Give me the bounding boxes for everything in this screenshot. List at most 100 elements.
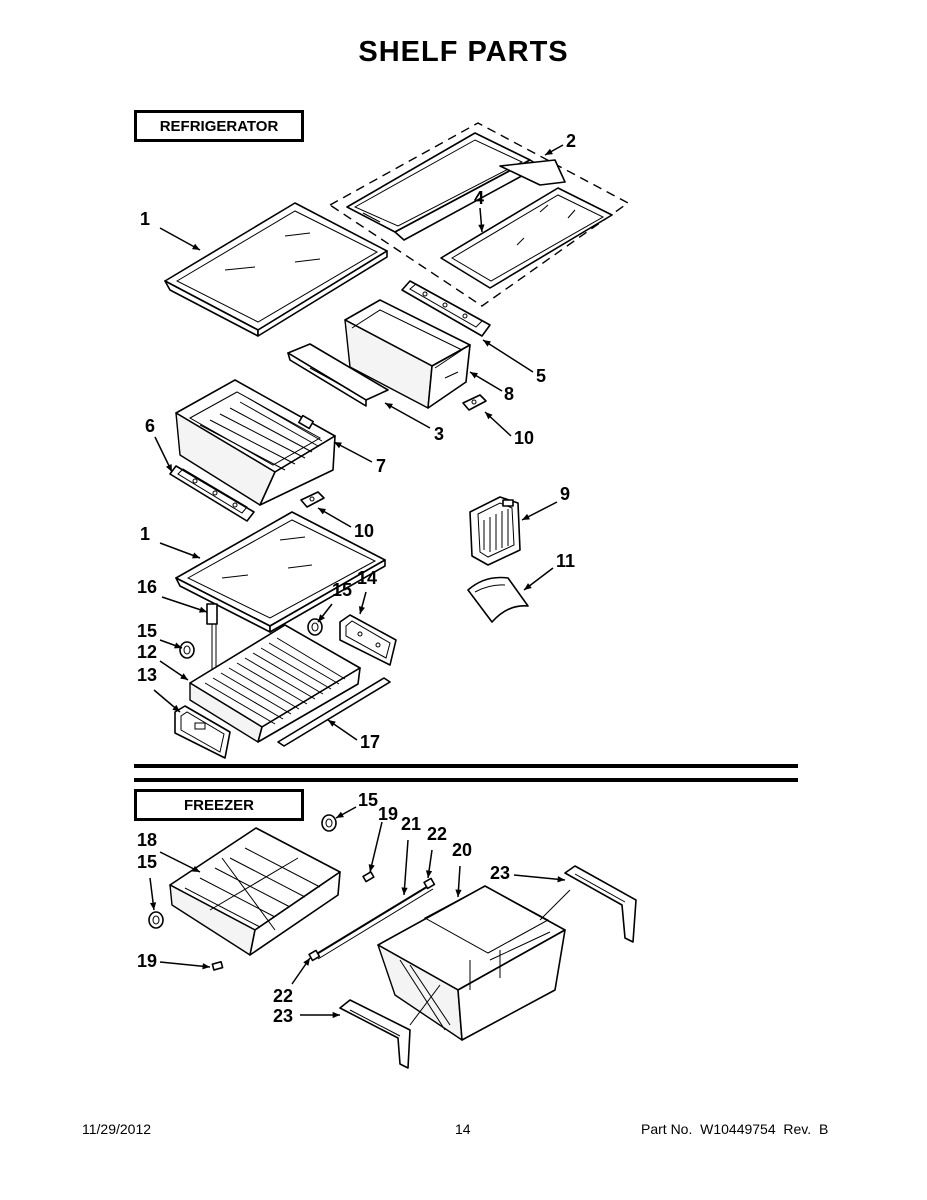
- callout-arrowhead-r7: [334, 442, 342, 449]
- callout-number-f19b: 19: [137, 951, 157, 971]
- refrigerator-section-label: REFRIGERATOR: [134, 110, 304, 142]
- callout-arrowhead-r8: [470, 372, 478, 379]
- part-12-pantry-drawer: [189, 624, 361, 743]
- part-10-slide-clip-upper: [462, 394, 487, 411]
- callout-arrowhead-f23b: [332, 1011, 340, 1019]
- part-17-trim-strip: [277, 677, 391, 747]
- part-22-rod-cap-upper: [423, 877, 436, 890]
- callout-number-f15a: 15: [358, 790, 378, 810]
- callout-number-r13: 13: [137, 665, 157, 685]
- callout-arrowhead-r1a: [192, 243, 200, 250]
- part-19-pin-upper: [362, 871, 375, 883]
- callout-arrowhead-r10b: [318, 508, 326, 515]
- callout-arrowhead-r3: [385, 403, 393, 410]
- callout-leader-f18: [159, 851, 201, 873]
- part-10-slide-clip-lower: [300, 491, 325, 508]
- callout-number-r17: 17: [360, 732, 380, 752]
- callout-number-r4: 4: [474, 188, 484, 208]
- callout-arrowhead-f18: [192, 865, 200, 872]
- part-1-glass-shelf-upper: [164, 202, 388, 337]
- callout-leader-f19b: [159, 961, 211, 968]
- callout-number-r5: 5: [536, 366, 546, 386]
- callout-arrowhead-f15b: [149, 902, 157, 910]
- callout-leader-r16: [161, 596, 208, 613]
- callout-arrowhead-r15b: [174, 642, 182, 649]
- callout-leader-r5: [482, 339, 534, 373]
- callout-leader-f21: [403, 839, 409, 896]
- callout-arrowhead-r10a: [485, 412, 493, 420]
- callout-arrowhead-r11: [524, 583, 532, 590]
- callout-arrowhead-r15a: [318, 614, 325, 622]
- callout-arrowhead-r4: [478, 224, 485, 232]
- callout-number-f18: 18: [137, 830, 157, 850]
- callout-number-r10a: 10: [514, 428, 534, 448]
- part-15-freezer-wheel-upper: [321, 814, 337, 832]
- section-divider-top: [134, 764, 798, 768]
- callout-arrowhead-f19a: [368, 864, 375, 872]
- part-13-drawer-end-cap: [174, 705, 231, 759]
- callout-number-f20: 20: [452, 840, 472, 860]
- callout-arrowhead-r1b: [192, 552, 200, 559]
- part-5-crisper-rail: [401, 280, 491, 337]
- callout-arrowhead-r9: [522, 513, 530, 520]
- callout-number-r9: 9: [560, 484, 570, 504]
- callout-number-f22b: 22: [273, 986, 293, 1006]
- callout-number-r15a: 15: [332, 580, 352, 600]
- callout-arrowhead-f15a: [336, 811, 344, 818]
- part-6-drawer-rail: [169, 465, 255, 522]
- callout-number-r14: 14: [357, 568, 377, 588]
- part-9-humidity-control: [469, 496, 521, 566]
- freezer-section-label: FREEZER: [134, 789, 304, 821]
- callout-arrowhead-r14: [358, 606, 365, 614]
- page-title: SHELF PARTS: [358, 36, 569, 68]
- footer-page-number: 14: [455, 1121, 471, 1137]
- callout-number-f22a: 22: [427, 824, 447, 844]
- callout-number-r12: 12: [137, 642, 157, 662]
- callout-number-f15b: 15: [137, 852, 157, 872]
- callout-arrowhead-f22b: [303, 958, 310, 966]
- callout-arrowhead-f19b: [202, 963, 210, 970]
- callout-number-r2: 2: [566, 131, 576, 151]
- part-20-freezer-bin: [377, 885, 566, 1041]
- callout-number-r6: 6: [145, 416, 155, 436]
- callout-arrowhead-r2: [545, 148, 553, 155]
- callout-leader-f23a: [513, 874, 566, 881]
- footer-date: 11/29/2012: [82, 1121, 152, 1137]
- callout-number-r16: 16: [137, 577, 157, 597]
- callout-leader-f19a: [369, 821, 383, 873]
- callout-number-r7: 7: [376, 456, 386, 476]
- part-19-pin-lower: [211, 961, 224, 971]
- part-8-small-crisper-drawer: [344, 299, 471, 409]
- part-18-freezer-basket: [169, 827, 341, 956]
- section-divider-bottom: [134, 778, 798, 782]
- part-15-wheel-left: [179, 641, 195, 659]
- part-21-drawer-rod: [314, 884, 434, 960]
- part-3-crisper-cover: [287, 343, 389, 407]
- callout-number-r15b: 15: [137, 621, 157, 641]
- callout-number-f23b: 23: [273, 1006, 293, 1026]
- callout-leader-r1a: [159, 227, 201, 251]
- callout-number-f19a: 19: [378, 804, 398, 824]
- callout-number-r11: 11: [556, 551, 575, 571]
- callout-number-r3: 3: [434, 424, 444, 444]
- footer-part-number: Part No. W10449754 Rev. B: [641, 1121, 829, 1137]
- part-15-wheel-upper: [307, 618, 323, 636]
- callout-arrowhead-r16: [199, 606, 207, 613]
- callout-arrowhead-f22a: [425, 870, 433, 878]
- callout-leader-r3: [384, 402, 431, 429]
- callout-number-r1a: 1: [140, 209, 150, 229]
- part-7-large-crisper-drawer: [175, 379, 336, 506]
- part-11-control-cover: [467, 576, 529, 623]
- callout-number-r1b: 1: [140, 524, 150, 544]
- callout-arrowhead-f20: [455, 889, 462, 897]
- callout-arrowhead-f21: [401, 887, 408, 895]
- part-1-glass-shelf-lower: [175, 511, 386, 633]
- part-22-rod-cap-lower: [308, 949, 321, 962]
- part-15-freezer-wheel-left: [148, 911, 164, 929]
- callout-arrowhead-r6: [165, 464, 172, 472]
- callout-arrowhead-r13: [172, 704, 180, 712]
- callout-arrowhead-r5: [483, 340, 491, 347]
- callout-number-f23a: 23: [490, 863, 510, 883]
